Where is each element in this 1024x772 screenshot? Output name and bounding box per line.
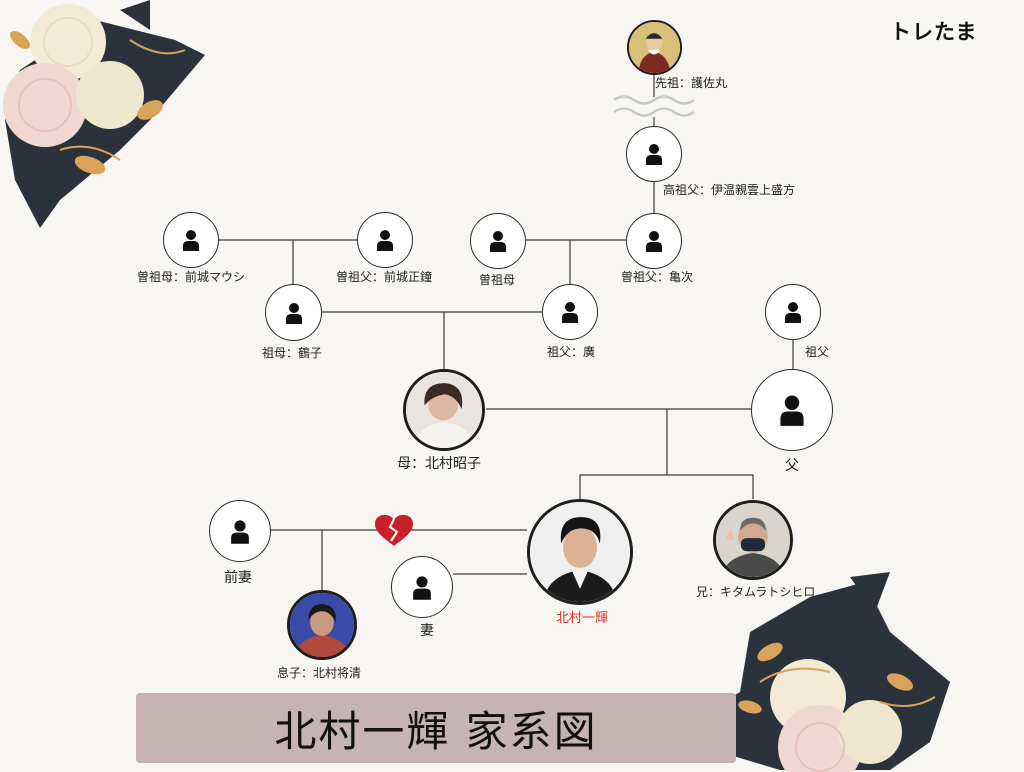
person-mother[interactable] — [403, 369, 485, 451]
person-silhouette-icon — [183, 230, 199, 251]
person-silhouette-icon — [785, 302, 801, 323]
person-ancestor[interactable] — [627, 20, 682, 75]
label-ancestor: 先祖：護佐丸 — [655, 76, 728, 90]
person-great-grandmother-maejo[interactable] — [163, 212, 219, 268]
brother-portrait — [716, 503, 790, 577]
person-father[interactable] — [751, 369, 833, 451]
person-great-great-grandfather[interactable] — [626, 126, 682, 182]
self-portrait — [530, 502, 630, 602]
person-brother[interactable] — [713, 500, 793, 580]
mother-portrait — [406, 372, 482, 448]
label-self: 北村一輝 — [556, 611, 609, 626]
ancestor-portrait — [629, 22, 680, 73]
person-great-grandfather-kameji[interactable] — [626, 213, 682, 269]
flower-decoration-bottom-right — [690, 572, 950, 772]
person-silhouette-icon — [780, 395, 804, 426]
brand-logo: トレたま — [890, 20, 978, 44]
label-great-great-grandfather: 高祖父：伊温親雲上盛方 — [663, 183, 796, 197]
person-self[interactable] — [527, 499, 633, 605]
son-portrait — [290, 593, 354, 657]
title-banner: 北村一輝 家系図 — [136, 693, 736, 763]
person-silhouette-icon — [646, 231, 662, 252]
label-grandfather-paternal: 祖父 — [805, 345, 830, 359]
person-ex-wife[interactable] — [209, 500, 271, 562]
person-silhouette-icon — [231, 519, 249, 544]
person-silhouette-icon — [490, 231, 506, 252]
label-great-grandmother-maejo: 曽祖母：前城マウシ — [137, 270, 246, 284]
person-great-grandmother[interactable] — [470, 213, 526, 269]
person-silhouette-icon — [413, 575, 431, 600]
person-great-grandfather-maejo[interactable] — [357, 212, 413, 268]
label-grandmother: 祖母：鶴子 — [262, 346, 323, 360]
person-silhouette-icon — [562, 302, 578, 323]
person-grandfather-paternal[interactable] — [765, 284, 821, 340]
label-ex-wife: 前妻 — [224, 570, 252, 586]
wavy-lines-icon — [613, 95, 695, 117]
flower-decoration-top-left — [3, 0, 205, 228]
person-grandfather-maternal[interactable] — [542, 284, 598, 340]
person-silhouette-icon — [646, 144, 662, 165]
person-son[interactable] — [287, 590, 357, 660]
label-wife: 妻 — [420, 623, 434, 639]
person-wife[interactable] — [391, 556, 453, 618]
label-great-grandmother: 曽祖母 — [479, 273, 516, 287]
person-silhouette-icon — [377, 230, 393, 251]
person-silhouette-icon — [285, 302, 302, 324]
label-brother: 兄：キタムラトシヒロ — [696, 585, 816, 599]
label-grandfather-maternal: 祖父：廣 — [547, 345, 596, 359]
label-mother: 母：北村昭子 — [397, 456, 481, 472]
label-great-grandfather-kameji: 曽祖父：亀次 — [621, 270, 694, 284]
person-grandmother[interactable] — [265, 284, 322, 341]
label-son: 息子：北村将清 — [277, 666, 362, 680]
label-great-grandfather-maejo: 曽祖父：前城正鐘 — [336, 270, 433, 284]
broken-heart-icon — [374, 514, 414, 546]
label-father: 父 — [785, 458, 799, 474]
page-title: 北村一輝 家系図 — [274, 706, 598, 756]
